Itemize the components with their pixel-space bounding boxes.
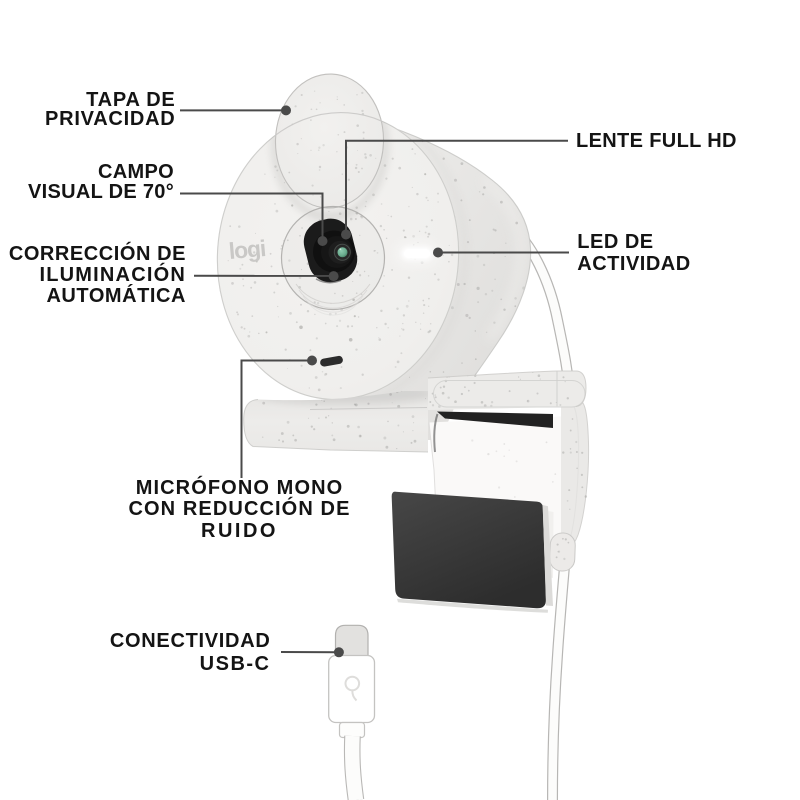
svg-text:logi: logi <box>228 235 267 264</box>
